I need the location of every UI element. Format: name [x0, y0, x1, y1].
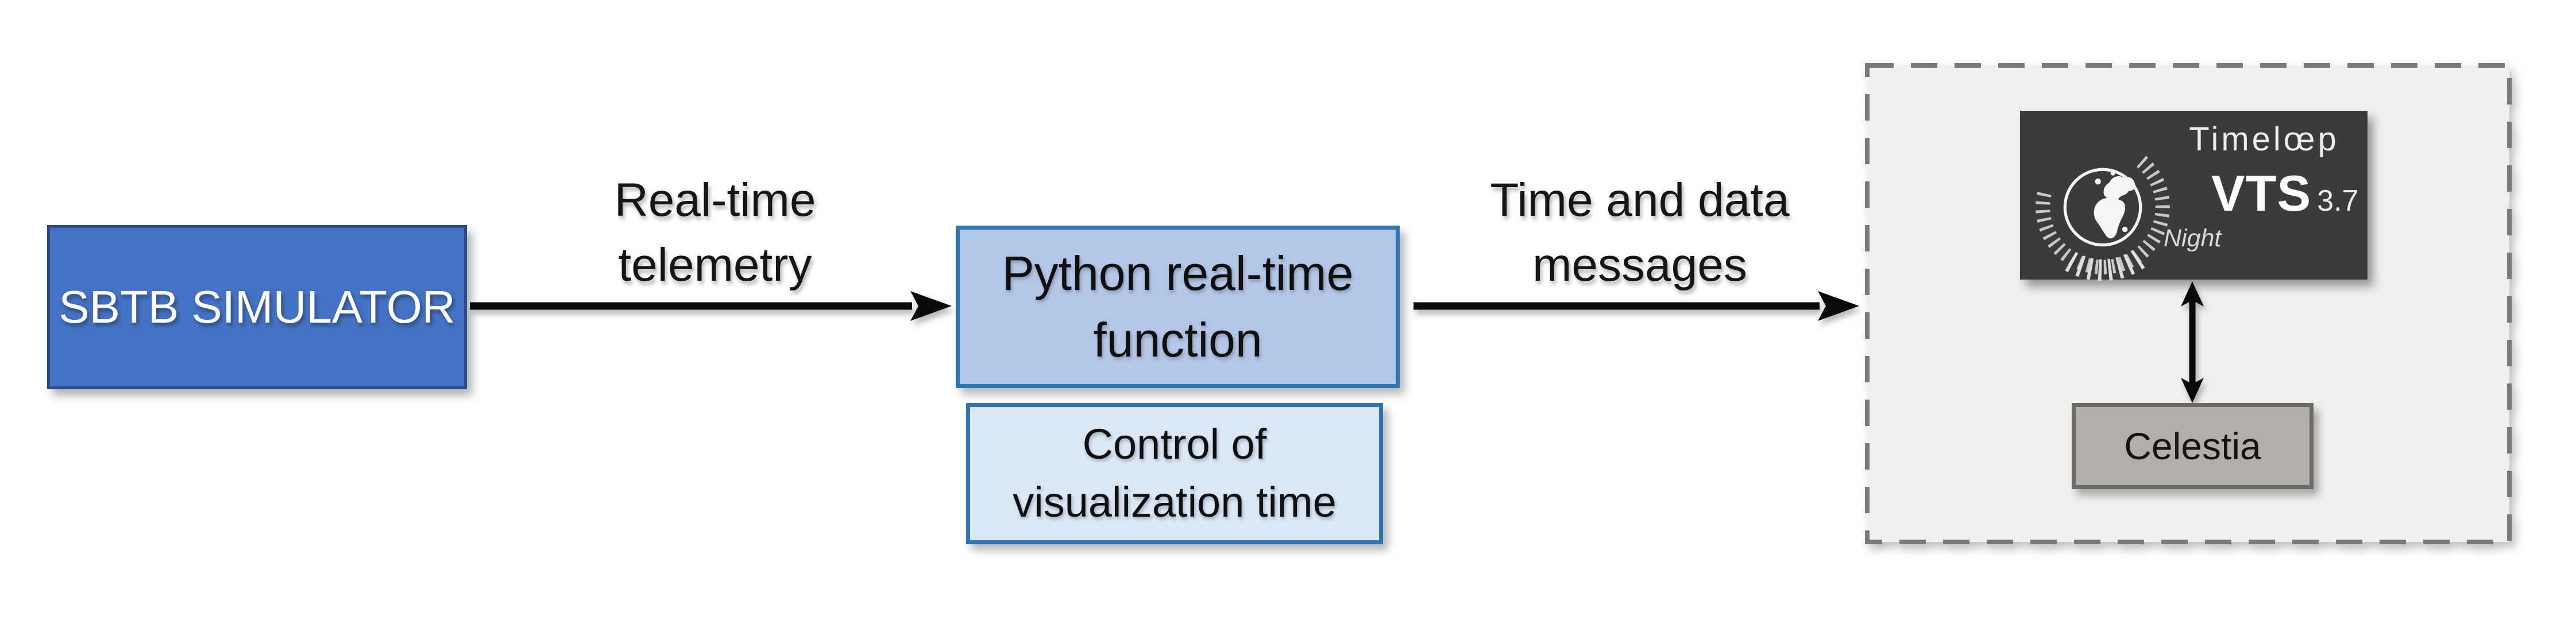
node-celestia: Celestia [2072, 403, 2314, 489]
vts-logo-box: Timelœp VTS 3.7 Night [2020, 111, 2368, 281]
node-control-visualization-time: Control of visualization time [966, 403, 1383, 544]
telemetry-arrow-label: Real-time telemetry [614, 174, 816, 292]
messages-arrow-label: Time and data messages [1490, 174, 1790, 292]
celestia-label: Celestia [2124, 425, 2261, 467]
node-python-function: Python real-time function [956, 226, 1400, 388]
timeloop-label: Timelœp [2189, 121, 2339, 158]
vts-name-label: VTS [2211, 165, 2312, 222]
node-sbtb-simulator: SBTB SIMULATOR [47, 225, 467, 389]
vts-celestia-double-arrow-icon [2181, 281, 2204, 403]
globe-clock-icon [2036, 156, 2170, 281]
control-visualization-time-label: Control of visualization time [1013, 420, 1337, 526]
vts-name-version: VTS 3.7 [2211, 165, 2359, 222]
vts-version-label: 3.7 [2317, 184, 2359, 218]
sbtb-simulator-label: SBTB SIMULATOR [59, 281, 455, 332]
telemetry-arrow-icon [470, 291, 952, 321]
vts-edition-label: Night [2164, 224, 2222, 252]
python-function-label: Python real-time function [1002, 246, 1354, 367]
messages-arrow-icon [1413, 291, 1859, 321]
